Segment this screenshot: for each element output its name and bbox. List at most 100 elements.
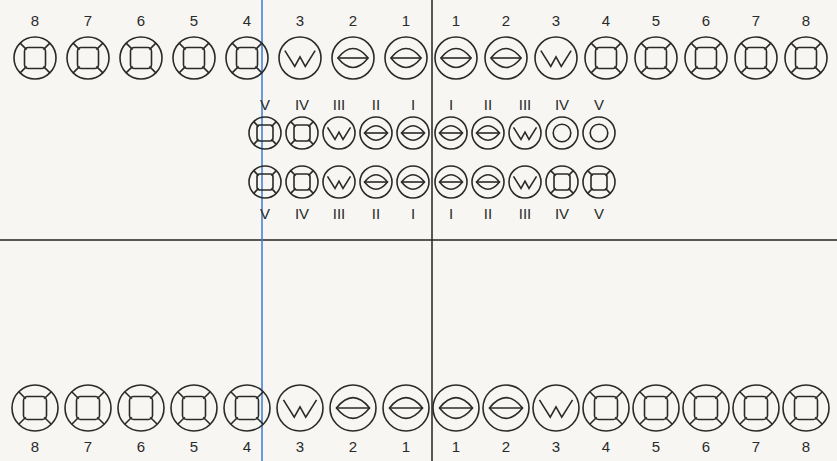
tooth-number: 2 <box>502 439 510 454</box>
jaw-divider <box>0 239 837 241</box>
tooth-ridge <box>254 139 259 144</box>
tooth-crown <box>491 49 521 68</box>
tooth-symbol <box>14 37 56 79</box>
tooth-symbol <box>12 385 58 431</box>
tooth-number: 6 <box>702 439 710 454</box>
tooth-ridge <box>149 66 155 72</box>
tooth-number: III <box>333 97 346 112</box>
tooth-ridge <box>254 171 259 176</box>
tooth-outline <box>509 166 541 198</box>
tooth-outline <box>397 166 429 198</box>
tooth-ridge <box>665 417 672 424</box>
tooth-crown <box>439 175 462 189</box>
tooth-number: II <box>484 97 492 112</box>
tooth-outline <box>509 117 541 149</box>
tooth-ridge <box>256 417 263 424</box>
tooth-ridge <box>96 43 102 49</box>
tooth-symbol <box>472 166 504 198</box>
tooth-edge <box>391 57 421 59</box>
tooth-symbol <box>783 385 829 431</box>
tooth-symbol <box>249 166 281 198</box>
tooth-ridge <box>308 139 313 144</box>
tooth-ridge <box>614 43 620 49</box>
tooth-symbol <box>171 385 217 431</box>
tooth-ridge <box>715 392 722 399</box>
tooth-outline <box>360 166 392 198</box>
tooth-number: 4 <box>243 439 251 454</box>
tooth-edge <box>401 181 424 183</box>
tooth-symbol <box>583 117 615 149</box>
tooth-number: 2 <box>349 13 357 28</box>
tooth-symbol <box>472 117 504 149</box>
tooth-outline <box>435 37 477 79</box>
tooth-edge <box>336 407 369 409</box>
tooth-ridge <box>256 392 263 399</box>
tooth-symbol <box>583 166 615 198</box>
tooth-ridge <box>72 417 79 424</box>
tooth-crown <box>476 175 499 189</box>
tooth-symbol <box>67 37 109 79</box>
tooth-symbol <box>435 117 467 149</box>
tooth-ridge <box>254 188 259 193</box>
tooth-symbol <box>323 166 355 198</box>
tooth-edge <box>476 181 499 183</box>
tooth-outline <box>171 385 217 431</box>
tooth-number: I <box>449 97 453 112</box>
tooth-crown <box>184 48 205 69</box>
tooth-crown <box>77 397 100 420</box>
tooth-ridge <box>615 417 622 424</box>
tooth-symbol <box>685 37 727 79</box>
tooth-number: IV <box>295 206 309 221</box>
tooth-symbol <box>173 37 215 79</box>
tooth-ridge <box>664 66 670 72</box>
tooth-symbol <box>279 37 321 79</box>
tooth-crown <box>591 174 607 190</box>
tooth-symbol <box>383 385 429 431</box>
tooth-number: 2 <box>349 439 357 454</box>
tooth-symbol <box>286 166 318 198</box>
tooth-ridge <box>73 43 79 49</box>
tooth-number: IV <box>295 97 309 112</box>
tooth-cusp <box>541 51 571 67</box>
tooth-symbol <box>509 117 541 149</box>
tooth-outline <box>635 37 677 79</box>
tooth-ridge <box>588 171 593 176</box>
tooth-number: 7 <box>752 13 760 28</box>
tooth-ridge <box>44 392 51 399</box>
tooth-number: I <box>411 206 415 221</box>
tooth-ridge <box>97 417 104 424</box>
tooth-edge <box>491 57 521 59</box>
tooth-ridge <box>764 66 770 72</box>
tooth-outline <box>583 117 615 149</box>
tooth-outline <box>277 385 323 431</box>
tooth-crown <box>237 48 258 69</box>
tooth-ridge <box>588 188 593 193</box>
tooth-number: II <box>484 206 492 221</box>
tooth-crown <box>646 48 667 69</box>
tooth-ridge <box>640 417 647 424</box>
tooth-ridge <box>255 66 261 72</box>
tooth-ridge <box>308 188 313 193</box>
tooth-number: 3 <box>296 13 304 28</box>
tooth-number: 5 <box>190 13 198 28</box>
tooth-crown <box>364 175 387 189</box>
tooth-number: 1 <box>402 13 410 28</box>
tooth-ridge <box>231 417 238 424</box>
tooth-ridge <box>765 417 772 424</box>
tooth-number: I <box>449 206 453 221</box>
tooth-ridge <box>203 392 210 399</box>
tooth-symbol <box>635 37 677 79</box>
tooth-symbol <box>277 385 323 431</box>
tooth-outline <box>323 166 355 198</box>
tooth-edge <box>439 407 472 409</box>
tooth-ridge <box>291 171 296 176</box>
tooth-outline <box>783 385 829 431</box>
tooth-ridge <box>590 392 597 399</box>
tooth-outline <box>472 166 504 198</box>
tooth-outline <box>286 166 318 198</box>
tooth-ridge <box>97 392 104 399</box>
tooth-outline <box>435 166 467 198</box>
tooth-crown <box>183 397 206 420</box>
tooth-outline <box>332 37 374 79</box>
